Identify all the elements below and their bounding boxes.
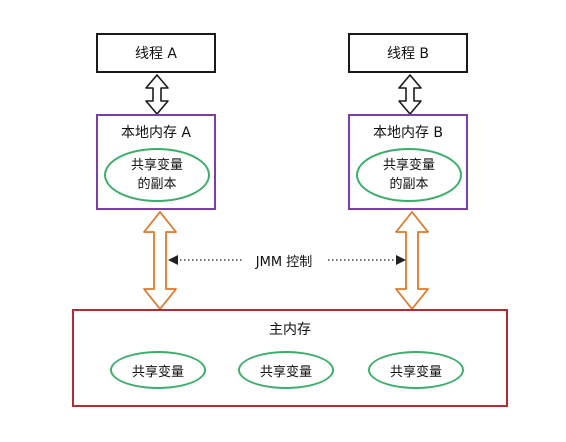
thread-a-label: 线程 A [134,46,178,62]
thread-b-box: 线程 B [348,33,468,73]
local-a-copy-line1: 共享变量 [130,158,183,173]
local-memory-b-title: 本地内存 B [372,125,444,141]
local-memory-a-box: 本地内存 A 共享变量 的副本 [96,114,216,210]
local-b-copy-line2: 的副本 [389,177,429,192]
local-a-copy-line2: 的副本 [137,177,177,192]
thread-a-local-arrow [145,74,169,115]
thread-a-box: 线程 A [96,33,216,73]
local-memory-a-title: 本地内存 A [120,125,192,141]
shared-variable: 共享变量 [110,351,206,389]
local-a-copy-ellipse: 共享变量 的副本 [104,148,210,202]
shared-variable: 共享变量 [368,351,464,389]
thread-b-label: 线程 B [386,46,430,62]
local-b-copy-line1: 共享变量 [382,158,435,173]
main-memory-title: 主内存 [269,322,311,338]
thread-b-local-arrow [398,74,422,115]
main-memory-box: 主内存 共享变量 共享变量 共享变量 [72,309,508,407]
jmm-arrowhead-left [168,255,178,265]
jmm-control-label: JMM 控制 [242,250,326,270]
shared-variable: 共享变量 [238,351,334,389]
local-memory-b-box: 本地内存 B 共享变量 的副本 [348,114,468,210]
local-b-copy-ellipse: 共享变量 的副本 [356,148,462,202]
jmm-arrowhead-right [396,255,406,265]
